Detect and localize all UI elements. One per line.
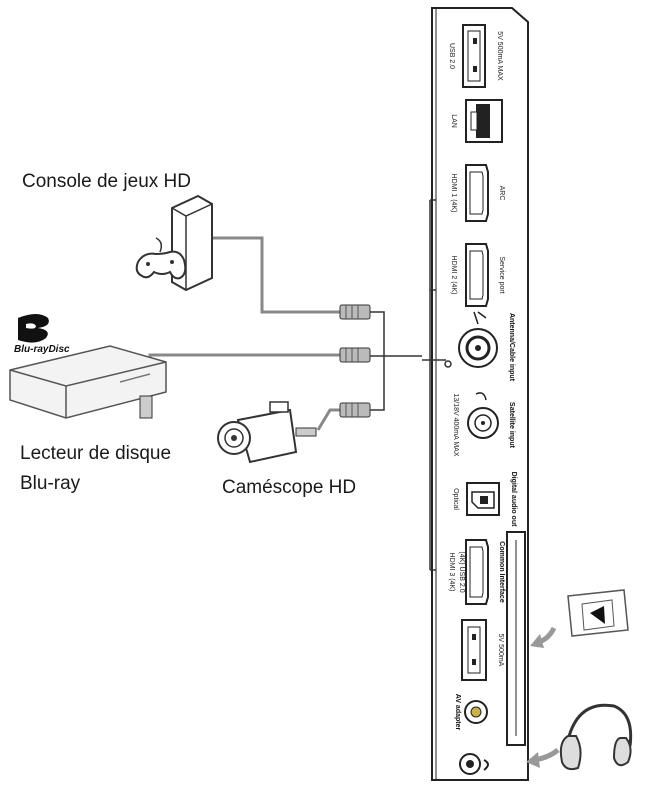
- hdmi-plugs: [339, 304, 371, 418]
- hdmi-3-port: HDMI 3 (4K) (4K) USB 2.0: [448, 539, 489, 605]
- optical-sub: Optical: [452, 488, 459, 510]
- lan-port: LAN: [450, 99, 503, 143]
- hdmi-1-port: HDMI 1 (4K) ARC: [450, 164, 505, 222]
- headphones-icon: [559, 703, 633, 771]
- tv-panel: [431, 7, 529, 781]
- game-console-icon: [135, 194, 213, 292]
- bluray-logo-text: Blu-rayDisc: [14, 344, 70, 355]
- lan-label: LAN: [450, 114, 457, 128]
- antenna-icon: [473, 311, 487, 325]
- camcorder-icon: [217, 401, 317, 464]
- usb-port-top: USB 2.0 5V 500mA MAX: [448, 24, 503, 88]
- digital-audio-label: Digital audio out: [510, 472, 517, 527]
- av-adapter-port: AV adapter: [454, 694, 489, 775]
- optical-port: Optical Digital audio out: [452, 472, 517, 527]
- hdmi-bracket: [422, 199, 452, 571]
- antenna-label: Antenna/Cable input: [508, 313, 515, 382]
- hdmi3-sub: (4K) USB 2.0: [458, 551, 465, 592]
- satellite-sub: 13/18V 400mA MAX: [452, 393, 459, 456]
- usb-top-sub: 5V 500mA MAX: [496, 31, 503, 81]
- ci-card-icon: [567, 589, 629, 637]
- hdmi2-sub: Service port: [498, 256, 505, 293]
- antenna-port: Antenna/Cable input: [458, 311, 515, 382]
- bluray-plug: [139, 395, 153, 419]
- common-interface-label: Common Interface: [498, 541, 505, 603]
- camcorder-label: Caméscope HD: [222, 477, 357, 498]
- av-label: AV adapter: [454, 694, 461, 731]
- cable-junction: [370, 311, 422, 411]
- satellite-dish-icon: [475, 392, 487, 401]
- usb-bottom-label: 5V 500mA: [497, 634, 504, 667]
- hdmi-2-port: HDMI 2 (4K) Service port: [450, 243, 505, 307]
- gamepad-icon: [135, 250, 187, 280]
- usb-top-label: USB 2.0: [448, 43, 455, 69]
- bluray-label-line2: Blu-ray: [20, 473, 81, 494]
- camcorder-plug: [295, 427, 317, 437]
- common-interface-slot: Common Interface: [498, 531, 526, 746]
- hdmi3-label: HDMI 3 (4K): [448, 553, 455, 592]
- bluray-player-icon: [9, 345, 167, 419]
- bluray-label-line1: Lecteur de disque: [20, 443, 172, 464]
- headphone-small-icon: [483, 759, 489, 771]
- hdmi2-label: HDMI 2 (4K): [450, 256, 457, 295]
- bluray-logo: Blu-rayDisc: [14, 314, 70, 355]
- usb-port-bottom: 5V 500mA: [461, 619, 504, 681]
- hdmi1-sub: ARC: [498, 186, 505, 201]
- satellite-label: Satellite input: [508, 402, 515, 449]
- console-label: Console de jeux HD: [22, 171, 191, 192]
- satellite-port: 13/18V 400mA MAX Satellite input: [452, 392, 515, 457]
- hdmi1-label: HDMI 1 (4K): [450, 174, 457, 213]
